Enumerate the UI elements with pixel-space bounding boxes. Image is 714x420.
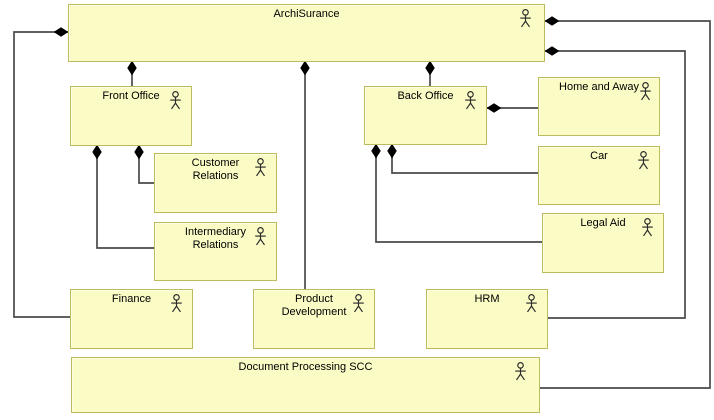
composition-diamond <box>425 60 435 76</box>
composition-diamond <box>127 60 137 76</box>
composition-diamond <box>387 143 397 159</box>
node-label: Customer Relations <box>191 157 240 182</box>
edge-back-office-legal-aid[interactable] <box>375 145 542 243</box>
node-label: Document Processing SCC <box>238 361 373 373</box>
node-label: Back Office <box>397 90 454 102</box>
node-home-and-away[interactable]: Home and Away <box>538 77 660 136</box>
composition-diamond <box>544 46 560 56</box>
node-front-office[interactable]: Front Office <box>70 86 192 146</box>
business-actor-icon <box>255 227 266 246</box>
composition-diamond <box>486 103 502 113</box>
node-document-processing-scc[interactable]: Document Processing SCC <box>71 357 540 413</box>
node-product-development[interactable]: Product Development <box>253 289 375 349</box>
edge-front-office-intermediary-relations[interactable] <box>96 146 154 249</box>
node-label: Car <box>590 150 608 162</box>
node-label: Home and Away <box>559 81 639 93</box>
composition-diamond <box>371 143 381 159</box>
node-label: Finance <box>111 293 152 305</box>
node-label: ArchiSurance <box>273 8 340 20</box>
node-label: Front Office <box>102 90 160 102</box>
composition-diamond <box>53 27 69 37</box>
node-back-office[interactable]: Back Office <box>364 86 487 145</box>
business-actor-icon <box>526 294 537 313</box>
node-archisurance[interactable]: ArchiSurance <box>68 4 545 62</box>
node-intermediary-relations[interactable]: Intermediary Relations <box>154 222 277 281</box>
business-actor-icon <box>638 151 649 170</box>
edge-back-office-car[interactable] <box>391 145 538 174</box>
node-car[interactable]: Car <box>538 146 660 205</box>
business-actor-icon <box>170 91 181 110</box>
edge-archisurance-finance[interactable] <box>13 31 70 318</box>
business-actor-icon <box>465 91 476 110</box>
business-actor-icon <box>520 9 531 28</box>
composition-diamond <box>134 144 144 160</box>
business-actor-icon <box>642 218 653 237</box>
node-label: HRM <box>474 293 500 305</box>
business-actor-icon <box>640 82 651 101</box>
node-finance[interactable]: Finance <box>70 289 193 349</box>
edge-archisurance-hrm[interactable] <box>545 50 686 319</box>
composition-diamond <box>544 16 560 26</box>
composition-diamond <box>300 60 310 76</box>
node-legal-aid[interactable]: Legal Aid <box>542 213 664 273</box>
composition-diamond <box>92 144 102 160</box>
business-actor-icon <box>171 294 182 313</box>
business-actor-icon <box>353 294 364 313</box>
node-label: Intermediary Relations <box>184 226 247 251</box>
node-label: Product Development <box>281 293 347 318</box>
edge-archisurance-document-processing[interactable] <box>540 20 711 389</box>
node-hrm[interactable]: HRM <box>426 289 548 349</box>
business-actor-icon <box>255 158 266 177</box>
node-customer-relations[interactable]: Customer Relations <box>154 153 277 213</box>
business-actor-icon <box>515 362 526 381</box>
node-label: Legal Aid <box>580 217 626 229</box>
